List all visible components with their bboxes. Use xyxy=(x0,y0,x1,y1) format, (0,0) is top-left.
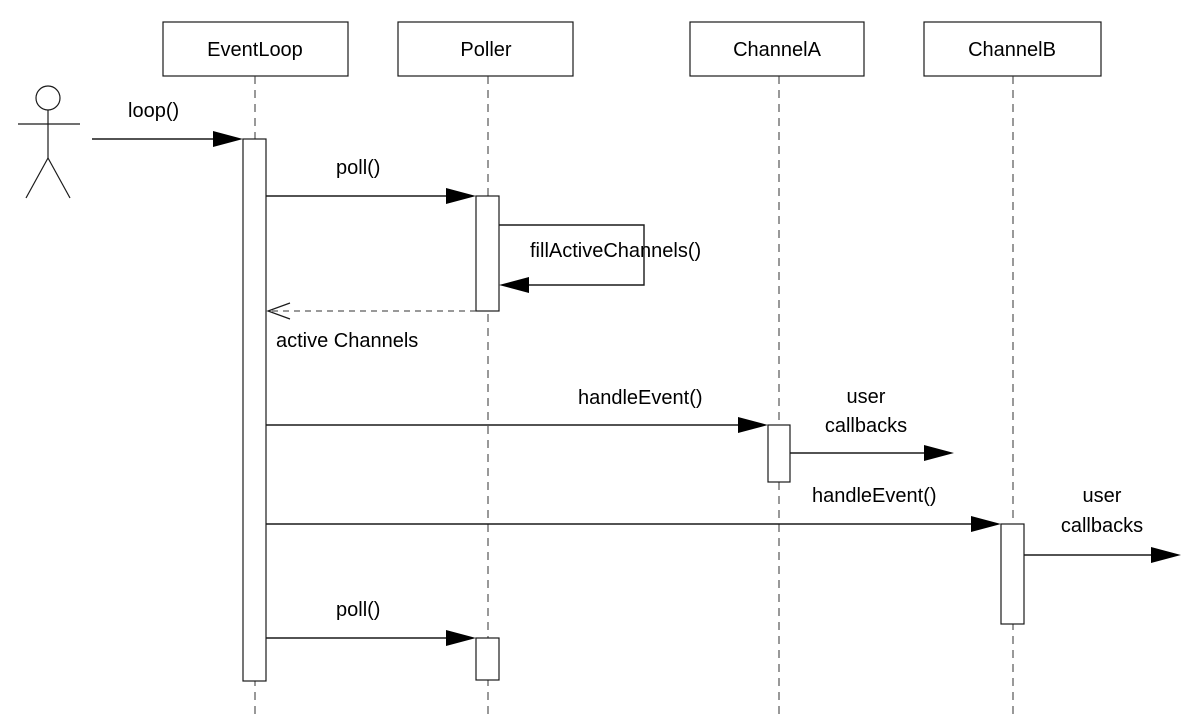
activation-channela xyxy=(767,424,791,483)
message-poll-2: poll() xyxy=(266,599,476,646)
message-handle-event-b: handleEvent() xyxy=(266,485,1001,532)
participant-label: Poller xyxy=(460,39,511,61)
activation-eventloop xyxy=(242,138,267,682)
message-label: callbacks xyxy=(1061,515,1143,537)
message-label: user xyxy=(847,386,886,408)
participant-label: EventLoop xyxy=(207,39,303,61)
message-label: poll() xyxy=(336,157,380,179)
participant-eventloop[interactable]: EventLoop xyxy=(162,21,349,77)
message-label: handleEvent() xyxy=(578,387,703,409)
activation-poller-2 xyxy=(475,637,500,681)
participant-channela[interactable]: ChannelA xyxy=(689,21,865,77)
message-poll-1: poll() xyxy=(266,157,476,204)
message-label: user xyxy=(1083,485,1122,507)
message-fill-active-channels: fillActiveChannels() xyxy=(499,224,701,293)
message-user-callbacks-b: user callbacks xyxy=(1024,485,1181,563)
participant-channelb[interactable]: ChannelB xyxy=(923,21,1102,77)
message-label: fillActiveChannels() xyxy=(530,240,701,262)
message-user-callbacks-a: user callbacks xyxy=(790,386,954,461)
activation-poller-1 xyxy=(475,195,500,312)
participant-label: ChannelA xyxy=(733,39,822,61)
message-handle-event-a: handleEvent() xyxy=(266,387,768,433)
participant-poller[interactable]: Poller xyxy=(397,21,574,77)
message-label: active Channels xyxy=(276,330,418,352)
message-label: handleEvent() xyxy=(812,485,937,507)
activation-channelb xyxy=(1000,523,1025,625)
actor-icon xyxy=(18,85,80,199)
return-active-channels: active Channels xyxy=(266,302,476,352)
message-label: poll() xyxy=(336,599,380,621)
message-label: callbacks xyxy=(825,415,907,437)
participant-label: ChannelB xyxy=(968,39,1056,61)
message-label: loop() xyxy=(128,100,179,122)
message-loop: loop() xyxy=(92,100,243,147)
